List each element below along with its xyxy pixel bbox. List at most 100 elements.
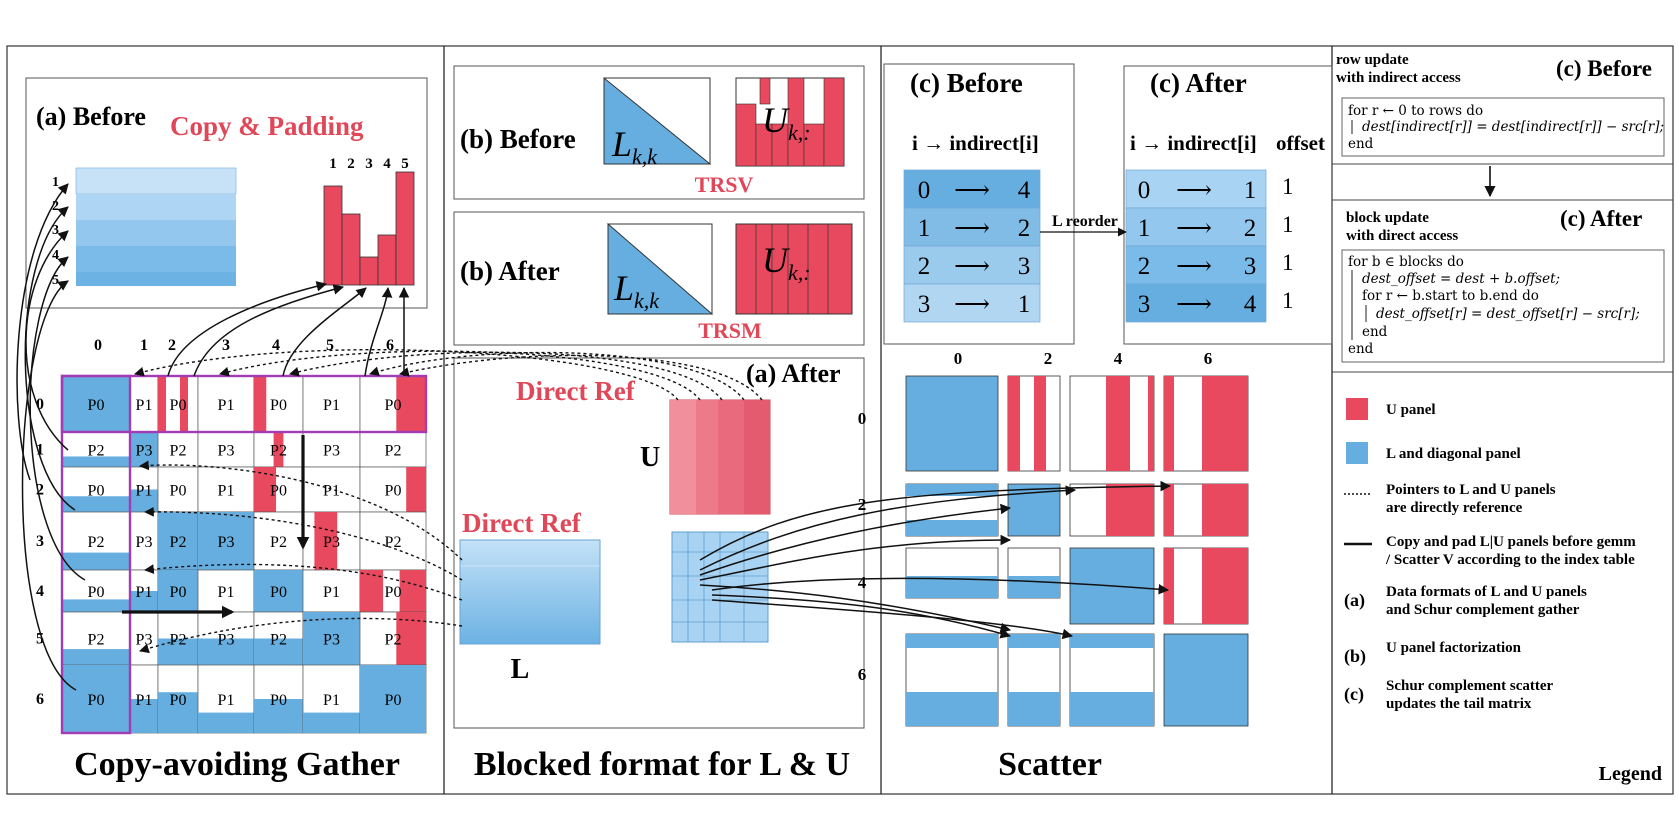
c-before-box [883, 63, 1075, 345]
scatter-col-label: 0 [954, 349, 963, 368]
l-panel-fill [360, 665, 426, 733]
u-panel-fill [399, 570, 426, 612]
matrix-cell-label: P1 [136, 397, 153, 414]
matrix-col-label: 3 [222, 337, 230, 354]
legend-item-text: are directly reference [1386, 500, 1523, 516]
gather-thick-arrows [122, 435, 310, 619]
scatter-col-label: 2 [1044, 349, 1053, 368]
before-target: 2 [1018, 215, 1031, 242]
matrix-cell-label: P1 [323, 584, 340, 601]
matrix-cell [197, 375, 255, 433]
matrix-cell-label: P0 [170, 692, 187, 709]
before-target: 3 [1018, 253, 1031, 280]
matrix-cell [197, 466, 255, 513]
legend-item-text: L and diagonal panel [1386, 446, 1521, 462]
matrix-col-label: 4 [272, 337, 280, 354]
histogram-tick: 3 [365, 156, 373, 172]
matrix-cell [302, 466, 361, 513]
matrix-cell-label: P0 [385, 397, 402, 414]
gather-before-label: (a) Before [36, 102, 146, 131]
matrix-cell [157, 431, 199, 468]
matrix-col-label: 6 [386, 337, 394, 354]
l-panel-fill [62, 599, 130, 612]
scatter-title: Scatter [998, 746, 1102, 783]
l-panel-fill [62, 496, 130, 512]
after-arrow: ⟶ [1176, 215, 1212, 242]
l-panel-highlight [60, 374, 132, 735]
matrix-cell-label: P1 [323, 397, 340, 414]
u-panel-fill [180, 376, 188, 432]
reorder-label: L reorder [1052, 213, 1118, 230]
matrix-cell-label: P0 [88, 584, 105, 601]
copy-padding-label: Copy & Padding [170, 111, 364, 141]
before-arrow: ⟶ [954, 177, 990, 204]
l-panel-fill [62, 552, 130, 570]
matrix-cell [359, 511, 427, 571]
l-panel-fill [198, 512, 254, 570]
before-table-row [903, 245, 1041, 285]
matrix-cell-label: P0 [88, 397, 105, 414]
code-after-line: for r ← b.start to b.end do [1362, 288, 1539, 304]
matrix-cell-label: P0 [385, 483, 402, 500]
after-index: 3 [1138, 291, 1151, 318]
matrix-cell-label: P2 [385, 534, 402, 551]
l-kk-triangle-before [603, 76, 712, 165]
matrix-cell-label: P2 [270, 632, 287, 649]
scatter-col-label: 4 [1114, 349, 1123, 368]
legend-item-text: U panel factorization [1386, 640, 1522, 656]
matrix-cell-label: P2 [88, 632, 105, 649]
matrix-cell-label: P3 [136, 443, 153, 460]
matrix-row-label: 6 [36, 691, 44, 708]
after-index: 0 [1138, 177, 1151, 204]
u-k-after-block [735, 223, 853, 315]
matrix-row-label: 3 [36, 533, 44, 550]
copy-index-label: 4 [52, 248, 59, 263]
l-panel-fill [130, 699, 158, 733]
histogram-tick: 4 [383, 156, 391, 172]
matrix-cell-label: P2 [385, 443, 402, 460]
after-target: 1 [1244, 177, 1257, 204]
matrix-cell-label: P0 [270, 483, 287, 500]
before-index-table: 0⟶41⟶22⟶33⟶1 [903, 169, 1041, 323]
legend-item-text: / Scatter V according to the index table [1385, 552, 1635, 568]
before-index: 3 [918, 291, 931, 318]
code-after-box [1341, 249, 1665, 363]
matrix-cell-label: P0 [88, 692, 105, 709]
legend-item-text: updates the tail matrix [1386, 696, 1532, 712]
b-before-label: (b) Before [460, 124, 576, 154]
l-panel-fill [158, 638, 198, 665]
before-arrow: ⟶ [954, 253, 990, 280]
matrix-cell-label: P3 [218, 443, 235, 460]
copy-index-label: 3 [52, 223, 59, 238]
code-after-line: end [1362, 324, 1388, 340]
v-block [671, 531, 769, 643]
code-before-box [1341, 97, 1665, 157]
matrix-cell-label: P1 [136, 483, 153, 500]
matrix-row-label: 4 [36, 583, 44, 600]
legend-u-swatch [1346, 398, 1368, 420]
gather-before-box [25, 77, 428, 309]
matrix-cell-label: P2 [270, 443, 287, 460]
blocked-panel: (b) Before Lk,k Uk,: TRSV (b) After Lk,k [134, 65, 865, 783]
matrix-cell-label: P1 [323, 692, 340, 709]
u-label: U [640, 442, 660, 473]
after-table-row [1125, 283, 1267, 323]
before-index: 2 [918, 253, 931, 280]
after-offset: 1 [1282, 212, 1294, 237]
l-panel-fill [303, 712, 360, 733]
matrix-cell-label: P3 [136, 534, 153, 551]
legend-tag: (b) [1344, 646, 1366, 667]
matrix-cell [197, 569, 255, 613]
matrix-col-label: 5 [326, 337, 334, 354]
code-after-line: for b ∈ blocks do [1348, 254, 1464, 270]
matrix-cell [302, 569, 361, 613]
code-before-line: dest[indirect[r]] = dest[indirect[r]] − … [1362, 119, 1664, 135]
code-after-line: end [1348, 341, 1374, 357]
u-panel-fill [254, 467, 277, 512]
matrix-row-label: 2 [36, 482, 44, 499]
matrix-cell-label: P0 [170, 483, 187, 500]
l-panel-fill [254, 699, 303, 733]
l-kk-after: Lk,k [613, 268, 660, 313]
